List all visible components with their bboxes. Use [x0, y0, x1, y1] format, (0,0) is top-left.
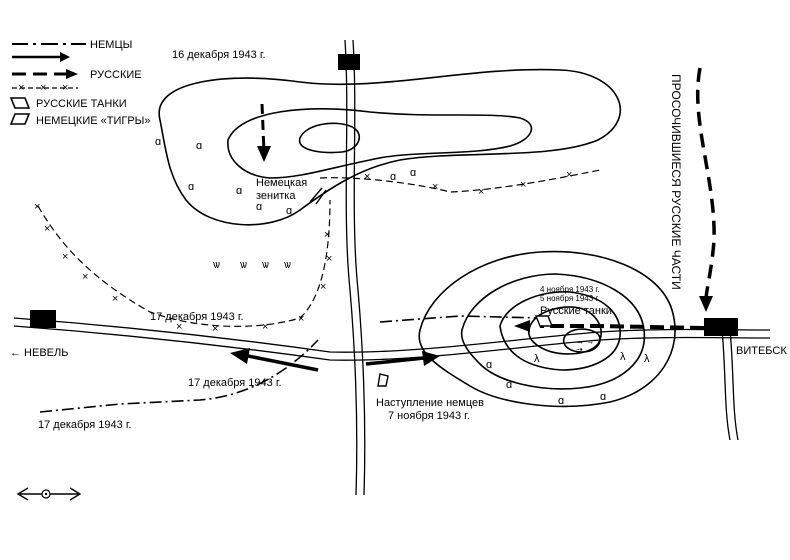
tiger-tank: [377, 373, 389, 387]
german-arrow-east: [365, 351, 440, 366]
svg-text:×: ×: [478, 186, 484, 198]
svg-text:λ: λ: [620, 351, 626, 363]
svg-text:×: ×: [262, 321, 268, 333]
svg-text:ɑ: ɑ: [286, 205, 292, 217]
german-advance-date-label: 7 ноября 1943 г.: [388, 410, 470, 422]
svg-text:×: ×: [40, 82, 46, 94]
svg-text:×: ×: [320, 281, 326, 293]
svg-text:×: ×: [326, 253, 332, 265]
main-road: [13, 317, 771, 361]
svg-text:×: ×: [364, 171, 370, 183]
front-line-north: × × × × ×: [319, 169, 601, 198]
german-line-south: [39, 339, 319, 413]
svg-text:×: ×: [176, 321, 182, 333]
flak-label-2: зенитка: [256, 190, 296, 202]
russian-tank: [534, 315, 554, 327]
german-line-east: [379, 315, 541, 323]
svg-text:ɑ: ɑ: [155, 136, 161, 148]
svg-text:×: ×: [62, 82, 68, 94]
southern-hill: ɑ ɑ ɑ ɑ λ λ λ: [418, 250, 676, 408]
svg-text:λ: λ: [534, 353, 540, 365]
svg-text:ɑ: ɑ: [390, 171, 396, 183]
settlement-nevel: [30, 310, 56, 328]
svg-text:ѡ: ѡ: [240, 259, 247, 271]
legend-germans: НЕМЦЫ: [12, 39, 132, 51]
svg-text:→ →: → →: [576, 337, 594, 346]
svg-text:ɑ: ɑ: [256, 201, 262, 213]
russian-tank-icon: [9, 97, 31, 109]
legend-german-tigers-label: НЕМЕЦКИЕ «ТИГРЫ»: [36, 115, 151, 127]
svg-text:ѡ: ѡ: [284, 259, 291, 271]
svg-text:ɑ: ɑ: [196, 140, 202, 152]
northern-hill: ɑ ɑ ɑ ɑ ɑ ɑ ɑ ɑ: [155, 68, 621, 226]
settlement-vitebsk: [704, 318, 738, 336]
svg-text:×: ×: [44, 223, 50, 235]
front-line-west: × × × × × × × × × × × ×: [34, 199, 332, 335]
date-dec17-low-label: 17 декабря 1943 г.: [38, 419, 132, 431]
date-dec17-arrow-label: 17 декабря 1943 г.: [188, 377, 282, 389]
flak-position: [309, 187, 327, 205]
russian-infiltration-arrow: [695, 67, 716, 312]
svg-text:ɑ: ɑ: [188, 181, 194, 193]
svg-text:ɑ: ɑ: [486, 359, 492, 371]
vitebsk-label: ВИТЕБСК: [736, 345, 787, 357]
svg-text:×: ×: [520, 179, 526, 191]
legend-russians-label: РУССКИЕ: [90, 69, 142, 81]
svg-text:×: ×: [62, 251, 68, 263]
date-dec16-label: 16 декабря 1943 г.: [172, 49, 266, 61]
svg-text:ɑ: ɑ: [410, 167, 416, 179]
compass-arrow-icon: [16, 487, 82, 501]
legend-front-line: × × ×: [12, 82, 78, 94]
svg-text:×: ×: [324, 229, 330, 241]
tiger-tank-icon: [9, 113, 31, 125]
date-dec17-mid-label: 17 декабря 1943 г.: [150, 311, 244, 323]
svg-text:ѡ: ѡ: [262, 259, 269, 271]
legend-germans-label: НЕМЦЫ: [90, 39, 132, 51]
infiltrated-label: ПРОСОЧИВШИЕСЯ РУССКИЕ ЧАСТИ: [669, 74, 683, 290]
svg-text:⇢ →: ⇢ →: [576, 345, 593, 354]
svg-text:ɑ: ɑ: [600, 391, 606, 403]
russian-tank-attack-arrow: [514, 320, 705, 332]
svg-text:ɑ: ɑ: [236, 185, 242, 197]
russian-arrow-north: [257, 103, 271, 162]
svg-text:×: ×: [82, 271, 88, 283]
marsh-symbols: ѡ ѡ ѡ ѡ: [213, 259, 291, 271]
flak-label: Немецкая: [256, 177, 307, 189]
german-advance-label: Наступление немцев: [376, 397, 484, 409]
svg-text:ѡ: ѡ: [213, 259, 220, 271]
nevel-label: ← НЕВЕЛЬ: [10, 347, 68, 359]
vitebsk-road: [721, 329, 739, 441]
tiger-tank-icon-map: [377, 373, 389, 387]
small-russian-arrows: → → ⇢ →: [576, 337, 594, 354]
legend-russians: РУССКИЕ: [12, 69, 142, 81]
legend-german-tigers: НЕМЕЦКИЕ «ТИГРЫ»: [9, 113, 151, 127]
north-south-road: [344, 39, 366, 496]
svg-text:×: ×: [112, 293, 118, 305]
legend-russian-tanks-label: РУССКИЕ ТАНКИ: [36, 98, 127, 110]
svg-text:×: ×: [432, 181, 438, 193]
legend-german-arrow: [12, 52, 70, 62]
svg-text:×: ×: [298, 313, 304, 325]
svg-text:×: ×: [18, 82, 24, 94]
nov4-label: 4 ноября 1943 г.: [540, 285, 600, 294]
german-arrow-west: [230, 348, 319, 372]
svg-text:λ: λ: [644, 353, 650, 365]
legend: НЕМЦЫ РУССКИЕ × × × РУССКИЕ ТАНКИ НЕМЕЦК…: [9, 39, 151, 127]
svg-text:×: ×: [212, 323, 218, 335]
nov5-label: 5 ноября 1943 г.: [540, 294, 600, 303]
russian-tank-icon-map: [534, 315, 554, 327]
svg-text:×: ×: [34, 201, 40, 213]
settlement-north: [338, 54, 360, 70]
svg-text:×: ×: [566, 169, 572, 181]
svg-text:ɑ: ɑ: [506, 379, 512, 391]
svg-text:ɑ: ɑ: [558, 395, 564, 407]
russian-tanks-label: Русские танки: [540, 305, 612, 317]
legend-russian-tanks: РУССКИЕ ТАНКИ: [9, 97, 127, 110]
